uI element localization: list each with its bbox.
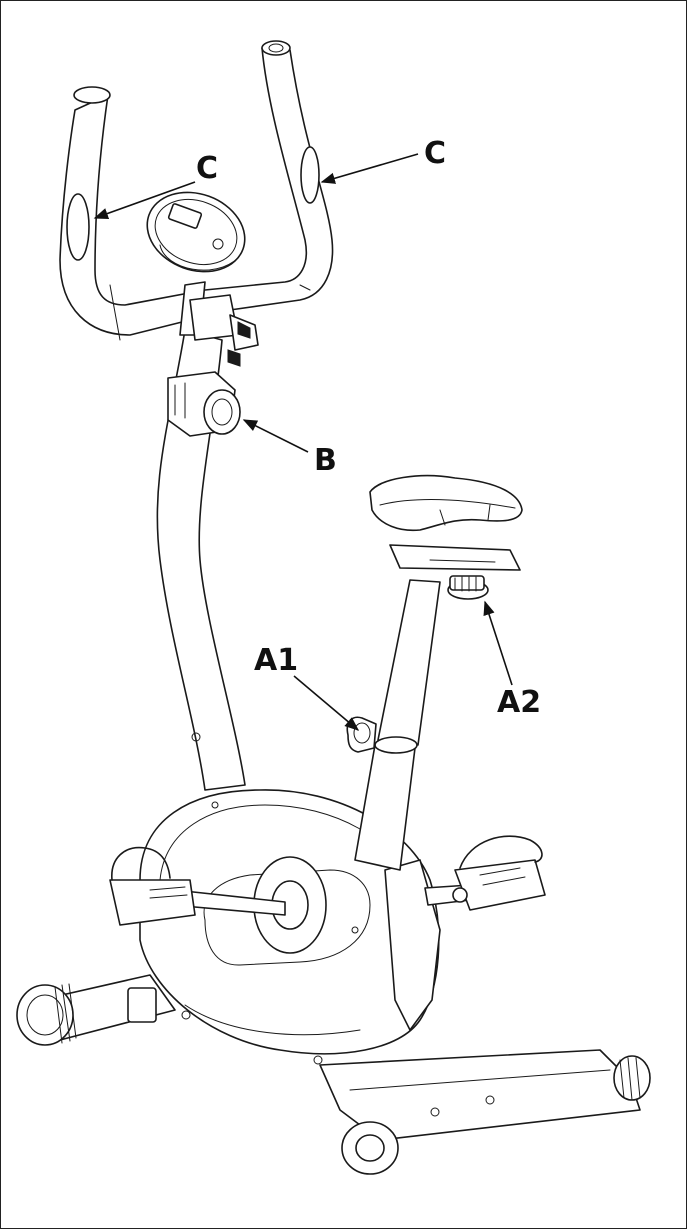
c-left-arrow	[93, 181, 196, 220]
saddle	[369, 474, 523, 532]
seat-slider	[389, 544, 521, 571]
tension-knob-b	[167, 371, 241, 437]
label-c-left: C	[196, 151, 218, 186]
right-pedal	[424, 835, 546, 911]
a1-arrow	[293, 675, 360, 731]
handlebars	[59, 40, 334, 341]
seat-adjustment-knob-a1	[346, 716, 377, 753]
left-pedal	[109, 846, 286, 926]
c-right-arrow	[320, 153, 419, 184]
label-b: B	[314, 443, 337, 478]
seat-knob-a2	[447, 575, 489, 600]
a2-arrow	[483, 600, 513, 686]
label-c-right: C	[424, 136, 446, 171]
handlebar-clamp	[189, 294, 259, 367]
rear-stabilizer	[16, 974, 176, 1046]
label-a2: A2	[497, 685, 541, 720]
label-a1: A1	[254, 643, 298, 678]
handlebar-post	[156, 329, 246, 791]
b-arrow	[242, 419, 309, 453]
front-stabilizer	[319, 1049, 651, 1175]
